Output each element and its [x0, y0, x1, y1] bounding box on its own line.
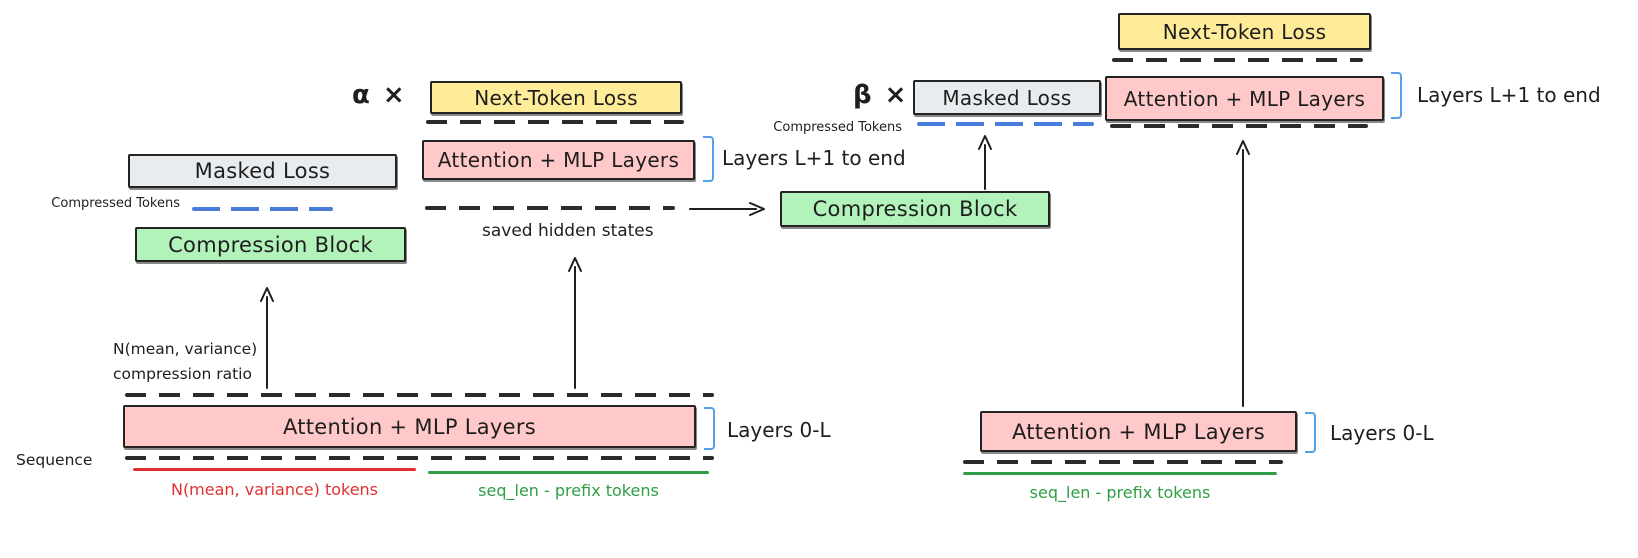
layers-range-label: Layers L+1 to end: [722, 146, 906, 170]
green-token-span-label: seq_len - prefix tokens: [478, 481, 659, 500]
alpha-coefficient-label: α ×: [352, 80, 407, 110]
green-token-span-underline: [428, 471, 709, 474]
layers-range-label: Layers L+1 to end: [1417, 83, 1601, 107]
layers-range-label: Layers 0-L: [1330, 421, 1434, 445]
up-arrow-to-hidden-states: [568, 257, 582, 389]
up-arrow-to-upper-layers: [1236, 140, 1250, 407]
attention-mlp-layers-bottom-box: Attention + MLP Layers: [123, 405, 696, 448]
layers-bracket: [703, 136, 714, 182]
masked-loss-box: Masked Loss: [128, 154, 397, 188]
compressed-tokens-label: Compressed Tokens: [773, 120, 902, 135]
green-token-span-label: seq_len - prefix tokens: [1029, 483, 1211, 502]
saved-hidden-states-label: saved hidden states: [482, 221, 654, 241]
compressed-tokens-label: Compressed Tokens: [51, 196, 180, 211]
right-arrow-to-compression-block: [689, 202, 765, 216]
sequence-dash-row-bottom: [125, 456, 714, 460]
next-token-loss-box: Next-Token Loss: [1118, 13, 1371, 50]
layers-bracket: [1391, 72, 1402, 119]
compression-block-box: Compression Block: [135, 227, 406, 262]
compression-note-line2: compression ratio: [113, 365, 252, 383]
sequence-dash-row-top: [125, 393, 714, 397]
masked-loss-box: Masked Loss: [913, 80, 1101, 115]
up-arrow-to-compressed-tokens: [978, 135, 992, 190]
hidden-states-dash-row: [425, 206, 675, 210]
sequence-dash-row-bottom: [963, 460, 1283, 464]
layers-bracket: [1305, 412, 1316, 453]
red-token-span-label: N(mean, variance) tokens: [170, 480, 379, 499]
compressed-token-dashes: [192, 207, 333, 211]
up-arrow-to-compression-block: [260, 287, 274, 389]
beta-coefficient-label: β ×: [853, 80, 909, 110]
attention-mlp-layers-box: Attention + MLP Layers: [422, 140, 695, 180]
attention-mlp-layers-bottom-box: Attention + MLP Layers: [980, 411, 1297, 452]
sequence-label: Sequence: [16, 451, 93, 469]
hidden-states-dash-row: [1110, 124, 1368, 128]
layers-range-label: Layers 0-L: [727, 418, 831, 442]
compression-block-box: Compression Block: [780, 191, 1050, 227]
next-token-loss-box: Next-Token Loss: [430, 81, 682, 114]
token-dash-row: [1112, 58, 1363, 62]
attention-mlp-layers-box: Attention + MLP Layers: [1105, 76, 1384, 121]
red-token-span-underline: [133, 468, 416, 471]
green-token-span-underline: [963, 472, 1277, 475]
token-dash-row: [426, 120, 684, 124]
compression-note-line1: N(mean, variance): [113, 340, 258, 358]
compressed-token-dashes: [917, 122, 1094, 126]
layers-bracket: [704, 407, 715, 450]
